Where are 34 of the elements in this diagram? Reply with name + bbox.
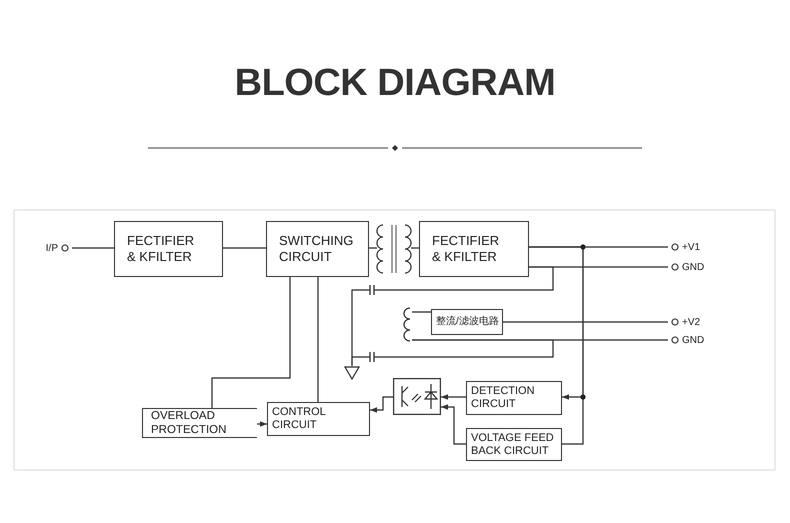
circuit-block bbox=[419, 221, 529, 277]
block-label: CONTROL CIRCUIT bbox=[272, 406, 326, 432]
block-label: FECTIFIER & KFILTER bbox=[127, 233, 196, 265]
circuit-block bbox=[142, 408, 257, 438]
signal-arrow bbox=[441, 404, 466, 445]
terminal-label: I/P bbox=[46, 242, 58, 254]
block-label: 整流/滤波电路 bbox=[436, 316, 499, 328]
wire bbox=[72, 247, 114, 249]
terminal-label: +V1 bbox=[682, 242, 700, 252]
diagram-title: BLOCK DIAGRAM bbox=[234, 62, 556, 105]
wire bbox=[223, 247, 266, 249]
signal-arrow bbox=[370, 396, 393, 413]
circuit-block bbox=[267, 402, 370, 436]
wire bbox=[317, 277, 319, 402]
wire bbox=[529, 246, 584, 445]
terminal-label: GND bbox=[682, 262, 704, 272]
signal-arrow bbox=[257, 421, 267, 427]
block-label: FECTIFIER & KFILTER bbox=[432, 233, 500, 265]
block-label: DETECTION CIRCUIT bbox=[471, 385, 536, 411]
block-label: OVERLOAD PROTECTION bbox=[151, 409, 228, 437]
terminal-label: GND bbox=[682, 334, 704, 346]
circuit-block bbox=[266, 221, 369, 277]
circuit-block bbox=[466, 428, 562, 461]
circuit-block bbox=[466, 381, 562, 415]
wire bbox=[412, 311, 431, 313]
signal-arrow bbox=[441, 394, 466, 400]
block-label: VOLTAGE FEED BACK CIRCUIT bbox=[471, 432, 555, 458]
circuit-block bbox=[431, 309, 503, 335]
circuit-block bbox=[114, 221, 223, 277]
wire bbox=[211, 277, 291, 408]
wire bbox=[351, 339, 554, 366]
wire bbox=[503, 321, 668, 323]
block-label: SWITCHING CIRCUIT bbox=[279, 233, 353, 265]
terminal-label: +V2 bbox=[682, 316, 700, 328]
